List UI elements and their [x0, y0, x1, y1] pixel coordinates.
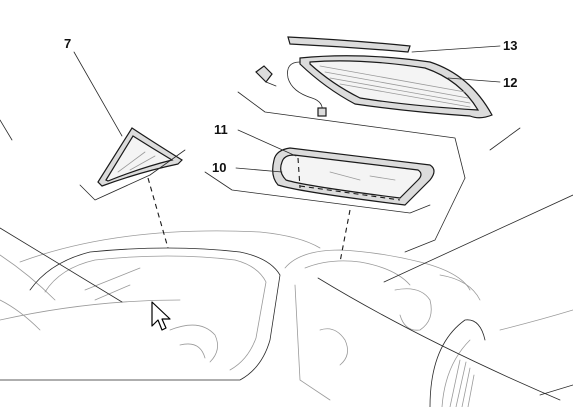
seat-headrest	[169, 324, 218, 363]
left-body-curve-2	[0, 299, 41, 331]
defroster-line-3	[329, 77, 471, 104]
windshield-frame	[0, 247, 281, 381]
wire-clip-tail	[265, 81, 277, 87]
windshield-reflection-1	[84, 267, 141, 291]
part-12-bracket-left	[237, 91, 466, 179]
quarter-glass-reflection-1	[117, 151, 146, 173]
part-10-11-windscreen	[204, 147, 435, 263]
left-body-curve	[0, 254, 56, 301]
quarter-glass-pane	[105, 135, 174, 182]
side-intake	[394, 288, 432, 331]
windscreen-reflection-1	[329, 171, 361, 181]
windscreen-reflection-2	[369, 175, 396, 181]
leader-11	[237, 129, 297, 157]
right-body-curve	[499, 309, 573, 331]
mouse-pointer-icon	[151, 301, 171, 331]
part-7-projection	[147, 177, 169, 249]
part-10-projection	[339, 209, 351, 263]
wheel-rim-outer	[441, 339, 471, 407]
leader-windshield-area	[0, 227, 123, 303]
wire-clip	[255, 65, 273, 83]
leader-13	[411, 45, 501, 53]
part-7-quarter-glass	[79, 127, 186, 249]
wire-connector	[317, 107, 327, 117]
leader-door	[317, 277, 561, 401]
door-top	[284, 249, 471, 291]
part-11-seal-dash-2	[299, 185, 401, 201]
left-edge-line	[0, 119, 13, 141]
part-10-bracket	[204, 171, 431, 214]
leader-side-window	[383, 194, 573, 283]
callout-10: 10	[212, 160, 226, 175]
side-window-outline	[304, 260, 411, 286]
hood-lower	[0, 299, 181, 321]
defroster-line-4	[339, 83, 471, 108]
part-12-glass-pane	[309, 60, 480, 111]
leader-7	[73, 51, 123, 137]
car-body	[0, 119, 573, 407]
part-12-projection	[404, 177, 466, 253]
door-front	[294, 284, 331, 401]
hood-outline	[19, 230, 321, 263]
part-12-bracket-right	[489, 127, 521, 151]
part-10-glass-pane	[280, 154, 422, 199]
quarter-glass-reflection-2	[129, 155, 156, 171]
part-7-bracket-left	[79, 174, 151, 201]
callout-11: 11	[214, 122, 228, 137]
wheel-spoke-2	[455, 361, 467, 407]
part-7-bracket-right	[149, 149, 186, 176]
leader-lines	[0, 45, 573, 401]
part-12-13-rear-screen	[237, 36, 521, 253]
seat-detail	[179, 343, 206, 359]
callout-13: 13	[503, 38, 517, 53]
defroster-line-1	[319, 65, 466, 93]
rear-haunch	[439, 274, 481, 301]
wheel-spoke-1	[449, 359, 461, 407]
callout-12: 12	[503, 75, 517, 90]
callout-labels: 7 10 11 12 13	[64, 36, 517, 175]
windshield-reflection-2	[94, 284, 131, 301]
windshield-inner	[44, 255, 267, 371]
heating-wire	[287, 61, 323, 113]
leader-12	[447, 77, 501, 83]
wheel-arch	[429, 319, 486, 407]
wheel-spoke-3	[461, 367, 471, 407]
part-13-seal-strip	[287, 36, 411, 53]
mirror	[319, 328, 348, 366]
defroster-line-2	[324, 71, 469, 99]
leader-10	[235, 167, 283, 173]
wheel-spoke-4	[467, 374, 475, 407]
rear-wheel	[429, 319, 486, 407]
callout-7: 7	[64, 36, 71, 51]
